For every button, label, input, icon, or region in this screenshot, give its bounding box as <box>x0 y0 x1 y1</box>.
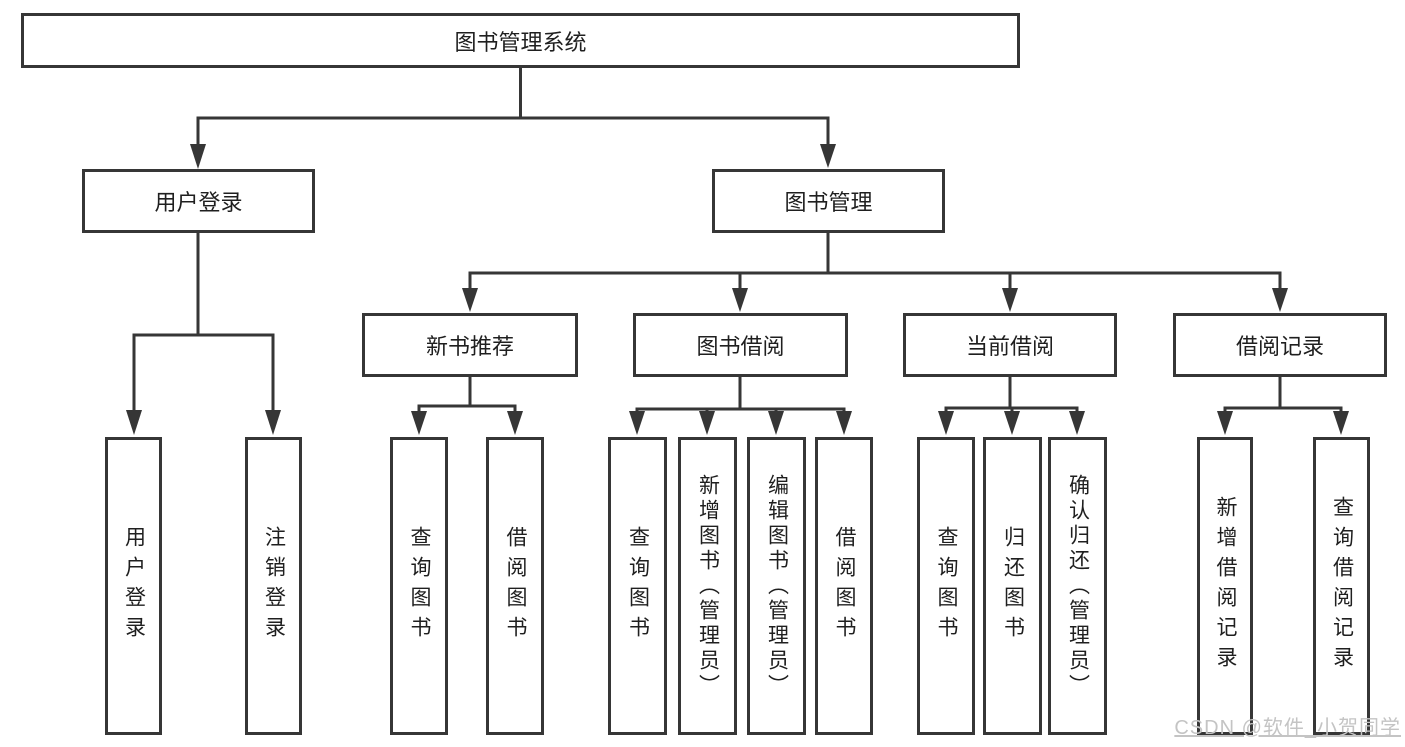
connector-new-book-rec-branch <box>417 377 517 414</box>
leaf-bb-edit-books-admin-label: 编辑图书（管理员） <box>765 473 789 699</box>
leaf-br-add-record: 新增借阅记录 <box>1197 437 1253 735</box>
leaf-cb-return-books-label: 归还图书 <box>1001 526 1025 646</box>
arrowheads-borrow-records-branch <box>1217 411 1349 435</box>
leaf-rec-query-books: 查询图书 <box>390 437 448 735</box>
arrowheads-book-mgmt-branch <box>462 288 1288 312</box>
leaf-bb-add-books-admin-label: 新增图书（管理员） <box>696 473 720 699</box>
watermark: CSDN @软件_小贺同学 <box>1174 717 1401 739</box>
arrowheads-user-login-branch <box>126 410 281 435</box>
connector-book-borrow-branch <box>635 377 846 414</box>
leaf-cb-return-books: 归还图书 <box>983 437 1042 735</box>
node-library-system: 图书管理系统 <box>21 13 1020 68</box>
arrowheads-root-to-level1 <box>190 144 836 169</box>
leaf-cb-confirm-return-admin: 确认归还（管理员） <box>1048 437 1107 735</box>
connector-borrow-records-branch <box>1223 377 1343 414</box>
leaf-logout-label: 注销登录 <box>262 526 286 646</box>
leaf-bb-query-books-label: 查询图书 <box>626 526 650 646</box>
arrowheads-current-borrow-branch <box>938 411 1085 435</box>
leaf-bb-borrow-books: 借阅图书 <box>815 437 873 735</box>
connector-root-to-level1 <box>196 68 830 145</box>
node-book-borrowing-label: 图书借阅 <box>696 334 785 359</box>
node-book-management-label: 图书管理 <box>784 190 873 215</box>
leaf-bb-edit-books-admin: 编辑图书（管理员） <box>747 437 806 735</box>
leaf-logout: 注销登录 <box>245 437 302 735</box>
connector-user-login-branch <box>132 233 275 412</box>
leaf-bb-query-books: 查询图书 <box>608 437 667 735</box>
node-borrowing-records-label: 借阅记录 <box>1235 334 1324 359</box>
node-book-management: 图书管理 <box>712 169 945 233</box>
node-current-borrowing: 当前借阅 <box>903 313 1117 377</box>
node-user-login: 用户登录 <box>82 169 315 233</box>
node-borrowing-records: 借阅记录 <box>1173 313 1387 377</box>
leaf-br-query-record-label: 查询借阅记录 <box>1330 496 1354 676</box>
leaf-br-add-record-label: 新增借阅记录 <box>1214 496 1237 676</box>
leaf-rec-borrow-books: 借阅图书 <box>486 437 544 735</box>
leaf-cb-query-books: 查询图书 <box>917 437 975 735</box>
node-current-borrowing-label: 当前借阅 <box>965 334 1054 359</box>
connector-book-mgmt-branch <box>468 233 1282 290</box>
node-new-book-recommend: 新书推荐 <box>362 313 578 377</box>
leaf-rec-query-books-label: 查询图书 <box>408 526 431 646</box>
leaf-user-login-label: 用户登录 <box>122 526 146 646</box>
leaf-rec-borrow-books-label: 借阅图书 <box>504 526 527 646</box>
leaf-br-query-record: 查询借阅记录 <box>1313 437 1370 735</box>
node-user-login-label: 用户登录 <box>154 190 243 215</box>
node-book-borrowing: 图书借阅 <box>633 313 848 377</box>
node-library-system-label: 图书管理系统 <box>454 29 587 55</box>
leaf-cb-confirm-return-admin-label: 确认归还（管理员） <box>1066 473 1090 699</box>
node-new-book-recommend-label: 新书推荐 <box>425 334 514 359</box>
leaf-bb-add-books-admin: 新增图书（管理员） <box>678 437 737 735</box>
leaf-cb-query-books-label: 查询图书 <box>935 526 958 646</box>
arrowheads-new-book-rec-branch <box>411 411 523 435</box>
leaf-bb-borrow-books-label: 借阅图书 <box>833 526 856 646</box>
connector-current-borrow-branch <box>944 377 1079 414</box>
arrowheads-book-borrow-branch <box>629 411 852 435</box>
leaf-user-login: 用户登录 <box>105 437 162 735</box>
